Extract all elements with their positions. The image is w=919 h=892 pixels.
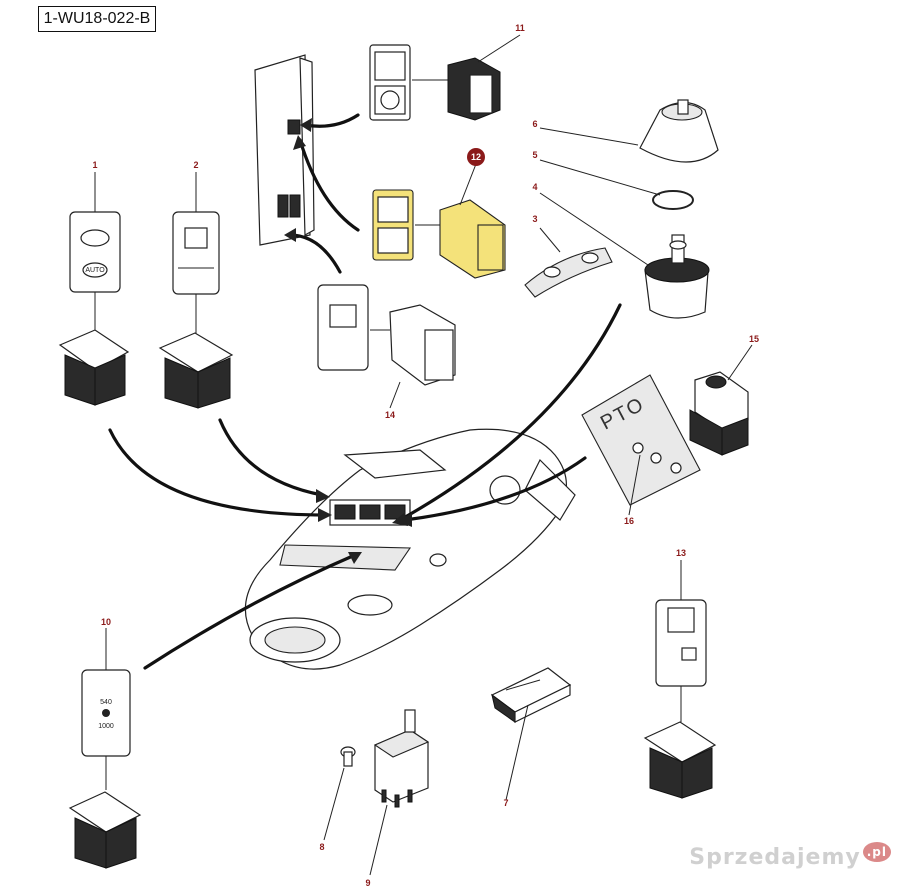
part-1-switch: AUTO — [58, 211, 130, 406]
watermark-text: Sprzedajemy — [689, 845, 861, 870]
watermark: Sprzedajemy.pl — [689, 842, 891, 870]
callout-10: 10 — [101, 617, 111, 627]
callout-15: 15 — [749, 334, 759, 344]
callout-6: 6 — [532, 119, 537, 129]
callout-16: 16 — [624, 516, 634, 526]
callout-7: 7 — [503, 798, 508, 808]
callout-11: 11 — [515, 23, 525, 33]
speed-540-label: 540 — [100, 699, 112, 706]
callout-8: 8 — [319, 842, 324, 852]
side-pillar-panel — [254, 54, 315, 246]
callout-14: 14 — [385, 410, 395, 420]
callout-3: 3 — [532, 214, 537, 224]
part-8-bolt — [340, 746, 356, 767]
callout-5: 5 — [532, 150, 537, 160]
part-10-switch: 540 1000 — [68, 669, 142, 869]
callout-4: 4 — [532, 182, 537, 192]
part-6-knob — [639, 99, 719, 163]
part-11-switch — [369, 44, 501, 121]
part-3-bracket — [524, 247, 613, 298]
part-13-switch — [643, 599, 717, 799]
part-16-pto-decal: PTO — [581, 374, 701, 506]
part-7-cover — [490, 667, 572, 723]
callout-12-badge — [467, 148, 485, 166]
callout-leaders — [94, 34, 753, 876]
drawing-code: 1-WU18-022-B — [38, 6, 156, 32]
part-9-relay — [373, 709, 430, 808]
part-4-ignition-switch — [644, 234, 710, 319]
cab-console — [244, 428, 576, 670]
speed-1000-label: 1000 — [98, 723, 114, 730]
part-2-switch — [158, 211, 234, 409]
callout-1: 1 — [92, 160, 97, 170]
part-14-switch — [317, 284, 456, 386]
part-5-ring — [652, 190, 694, 210]
callout-13: 13 — [676, 548, 686, 558]
callout-numbers: 1 2 3 4 5 6 7 8 9 10 11 12 13 14 15 16 — [92, 23, 759, 888]
callout-12: 12 — [471, 152, 481, 162]
auto-label: AUTO — [85, 267, 105, 274]
part-12-switch-highlighted — [372, 189, 506, 279]
callout-2: 2 — [193, 160, 198, 170]
pointer-arrows — [108, 113, 622, 670]
callout-9: 9 — [365, 878, 370, 888]
watermark-badge: .pl — [862, 842, 891, 862]
part-15-switch — [689, 371, 749, 456]
